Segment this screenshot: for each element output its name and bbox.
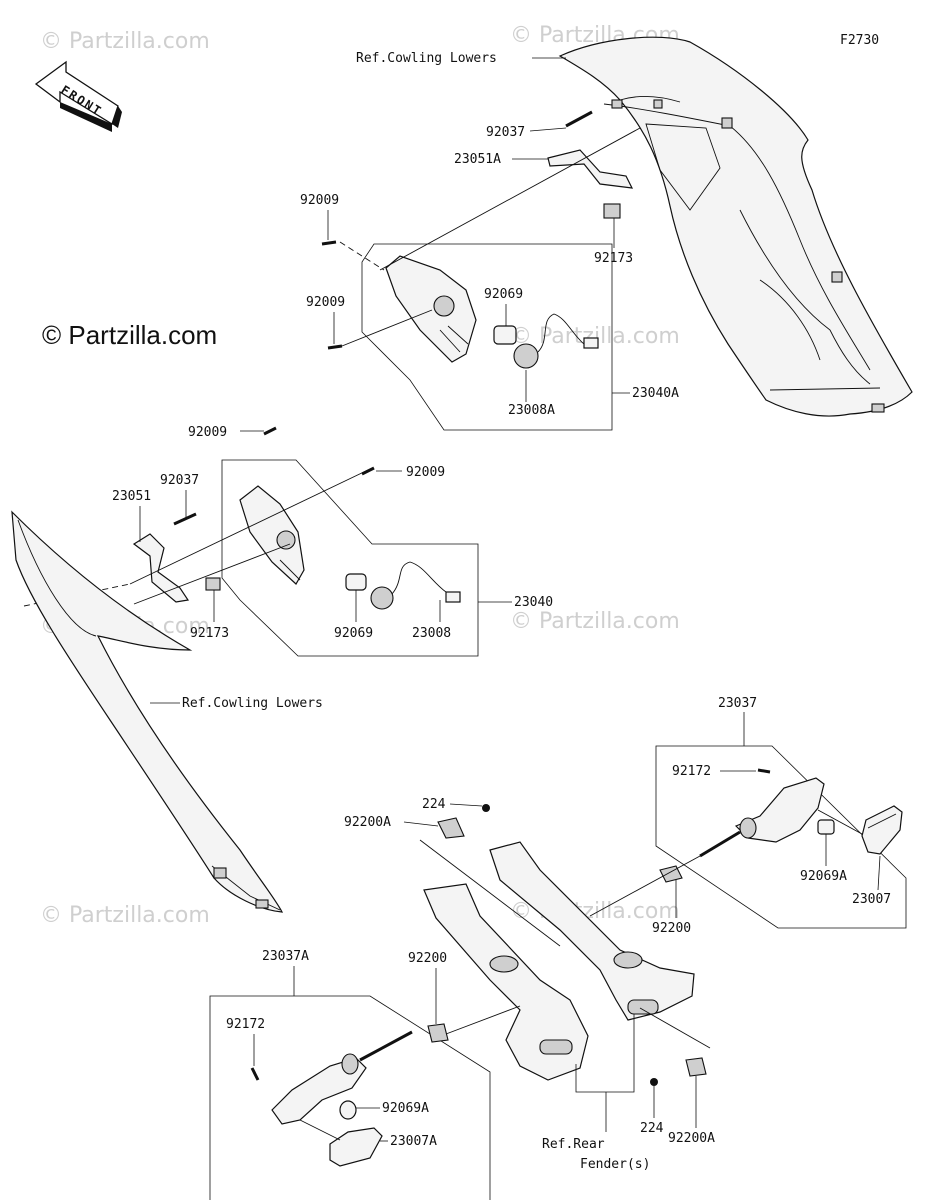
label-23007A: 23007A	[390, 1134, 437, 1149]
label-92069-upper: 92069	[484, 287, 523, 302]
ref-cowling-lowers-top-label: Ref.Cowling Lowers	[356, 51, 497, 66]
label-92172-left: 92172	[226, 1017, 265, 1032]
turn-signal-housing-23040A	[385, 255, 477, 363]
bulb-92069-mid	[345, 573, 367, 591]
label-224-lower: 224	[640, 1121, 664, 1136]
bulb-92069A-right	[817, 819, 835, 835]
screw-224-upper	[482, 804, 490, 812]
label-23051: 23051	[112, 489, 151, 504]
label-92069A-left: 92069A	[382, 1101, 429, 1116]
label-23037A: 23037A	[262, 949, 309, 964]
label-23008A: 23008A	[508, 403, 555, 418]
label-92009-upper-2: 92009	[306, 295, 345, 310]
bracket-outline-23037A	[209, 995, 491, 1200]
label-92069A-right: 92069A	[800, 869, 847, 884]
ref-rear-fender-label-1: Ref.Rear	[542, 1137, 605, 1152]
washer-92200-left	[427, 1023, 449, 1043]
rear-bracket-right	[489, 841, 695, 1021]
label-92200-left: 92200	[408, 951, 447, 966]
label-92009-mid-2: 92009	[406, 465, 445, 480]
label-92037-top: 92037	[486, 125, 525, 140]
label-92069-mid: 92069	[334, 626, 373, 641]
bracket-outline-23037	[655, 745, 907, 929]
screw-92009-mid-1	[263, 426, 277, 436]
label-92172-right: 92172	[672, 764, 711, 779]
bracket-outline-23040	[221, 459, 479, 657]
rear-bracket-left	[423, 883, 589, 1081]
diagram-code: F2730	[840, 33, 879, 48]
lower-cowling-left	[11, 510, 284, 913]
watermark-1: © Partzilla.com	[40, 29, 210, 54]
pin-92037-top	[565, 110, 593, 128]
label-23037: 23037	[718, 696, 757, 711]
label-92173-top: 92173	[594, 251, 633, 266]
ref-cowling-lowers-left-label: Ref.Cowling Lowers	[182, 696, 323, 711]
clip-92200A-upper	[437, 817, 465, 839]
turn-signal-rear-left	[271, 1030, 413, 1125]
turn-signal-housing-23040	[239, 485, 305, 585]
label-23040: 23040	[514, 595, 553, 610]
screw-92009-upper-2	[327, 344, 343, 350]
front-arrow-icon: FRONT	[34, 60, 122, 132]
label-224-upper: 224	[422, 797, 446, 812]
bracket-outline-23040A	[361, 243, 613, 431]
lens-23007	[861, 805, 903, 855]
grommet-92173-top	[603, 203, 621, 219]
label-23040A: 23040A	[632, 386, 679, 401]
screw-92172-right	[757, 768, 771, 774]
ref-rear-fender-label-2: Fender(s)	[580, 1157, 650, 1172]
label-23007: 23007	[852, 892, 891, 907]
label-92200A-lower: 92200A	[668, 1131, 715, 1146]
upper-cowling-right	[558, 36, 913, 417]
watermark-6: © Partzilla.com	[40, 903, 210, 928]
label-92200-right: 92200	[652, 921, 691, 936]
pin-92037-mid	[173, 512, 197, 526]
watermark-5: © Partzilla.com	[510, 609, 680, 634]
socket-23008A	[513, 313, 599, 369]
screw-92172-left	[250, 1067, 260, 1081]
socket-23008	[370, 561, 461, 610]
ref-rear-fender-leader	[575, 1014, 635, 1093]
bracket-23051	[132, 533, 190, 603]
label-92009-upper-1: 92009	[300, 193, 339, 208]
label-23051A: 23051A	[454, 152, 501, 167]
label-92037-mid: 92037	[160, 473, 199, 488]
bulb-92069-upper	[493, 325, 517, 345]
label-23008: 23008	[412, 626, 451, 641]
grommet-92173-mid	[205, 577, 221, 591]
copyright-text: © Partzilla.com	[42, 320, 217, 350]
turn-signal-rear-right	[699, 777, 825, 858]
screw-92009-mid-2	[361, 466, 375, 476]
label-92200A-upper: 92200A	[344, 815, 391, 830]
clip-92200A-lower	[685, 1057, 707, 1077]
screw-224-lower	[650, 1078, 658, 1086]
washer-92200-right	[659, 865, 683, 883]
lens-23007A	[329, 1127, 383, 1167]
screw-92009-upper-1	[321, 240, 337, 246]
label-92009-mid-1: 92009	[188, 425, 227, 440]
label-92173-mid: 92173	[190, 626, 229, 641]
bulb-92069A-left	[339, 1100, 357, 1120]
